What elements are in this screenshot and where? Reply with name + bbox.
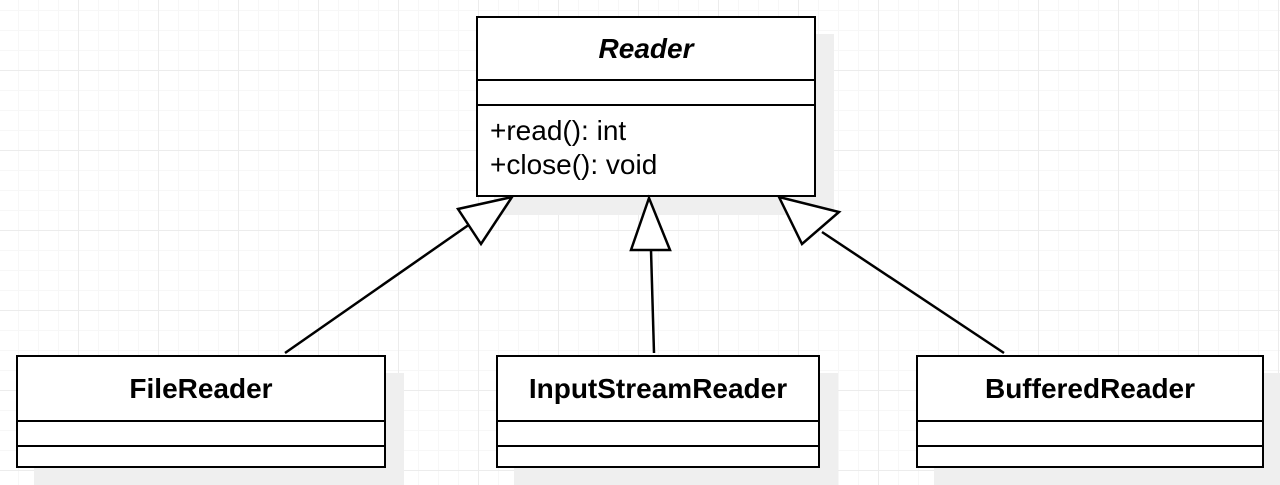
- class-inputstreamreader[interactable]: InputStreamReader: [496, 355, 820, 468]
- method-read: +read(): int: [490, 115, 627, 146]
- class-inputstreamreader-name: InputStreamReader: [498, 357, 818, 422]
- generalization-filereader[interactable]: [284, 195, 515, 355]
- class-inputstreamreader-attributes: [498, 422, 818, 447]
- hollow-triangle-arrowhead: [455, 195, 515, 247]
- generalization-inputstreamreader[interactable]: [629, 194, 672, 354]
- class-reader-methods: +read(): int +close(): void: [478, 106, 814, 182]
- method-close: +close(): void: [490, 149, 658, 180]
- class-filereader[interactable]: FileReader: [16, 355, 386, 468]
- class-filereader-name: FileReader: [18, 357, 384, 422]
- hollow-triangle-arrowhead: [776, 195, 842, 247]
- class-bufferedreader-name: BufferedReader: [918, 357, 1262, 422]
- class-reader-name: Reader: [478, 18, 814, 81]
- class-bufferedreader-attributes: [918, 422, 1262, 447]
- class-bufferedreader[interactable]: BufferedReader: [916, 355, 1264, 468]
- hollow-triangle-arrowhead: [629, 194, 672, 252]
- class-filereader-attributes: [18, 422, 384, 447]
- generalization-bufferedreader[interactable]: [776, 195, 1005, 355]
- class-reader-attributes: [478, 81, 814, 106]
- class-reader[interactable]: Reader +read(): int +close(): void: [476, 16, 816, 197]
